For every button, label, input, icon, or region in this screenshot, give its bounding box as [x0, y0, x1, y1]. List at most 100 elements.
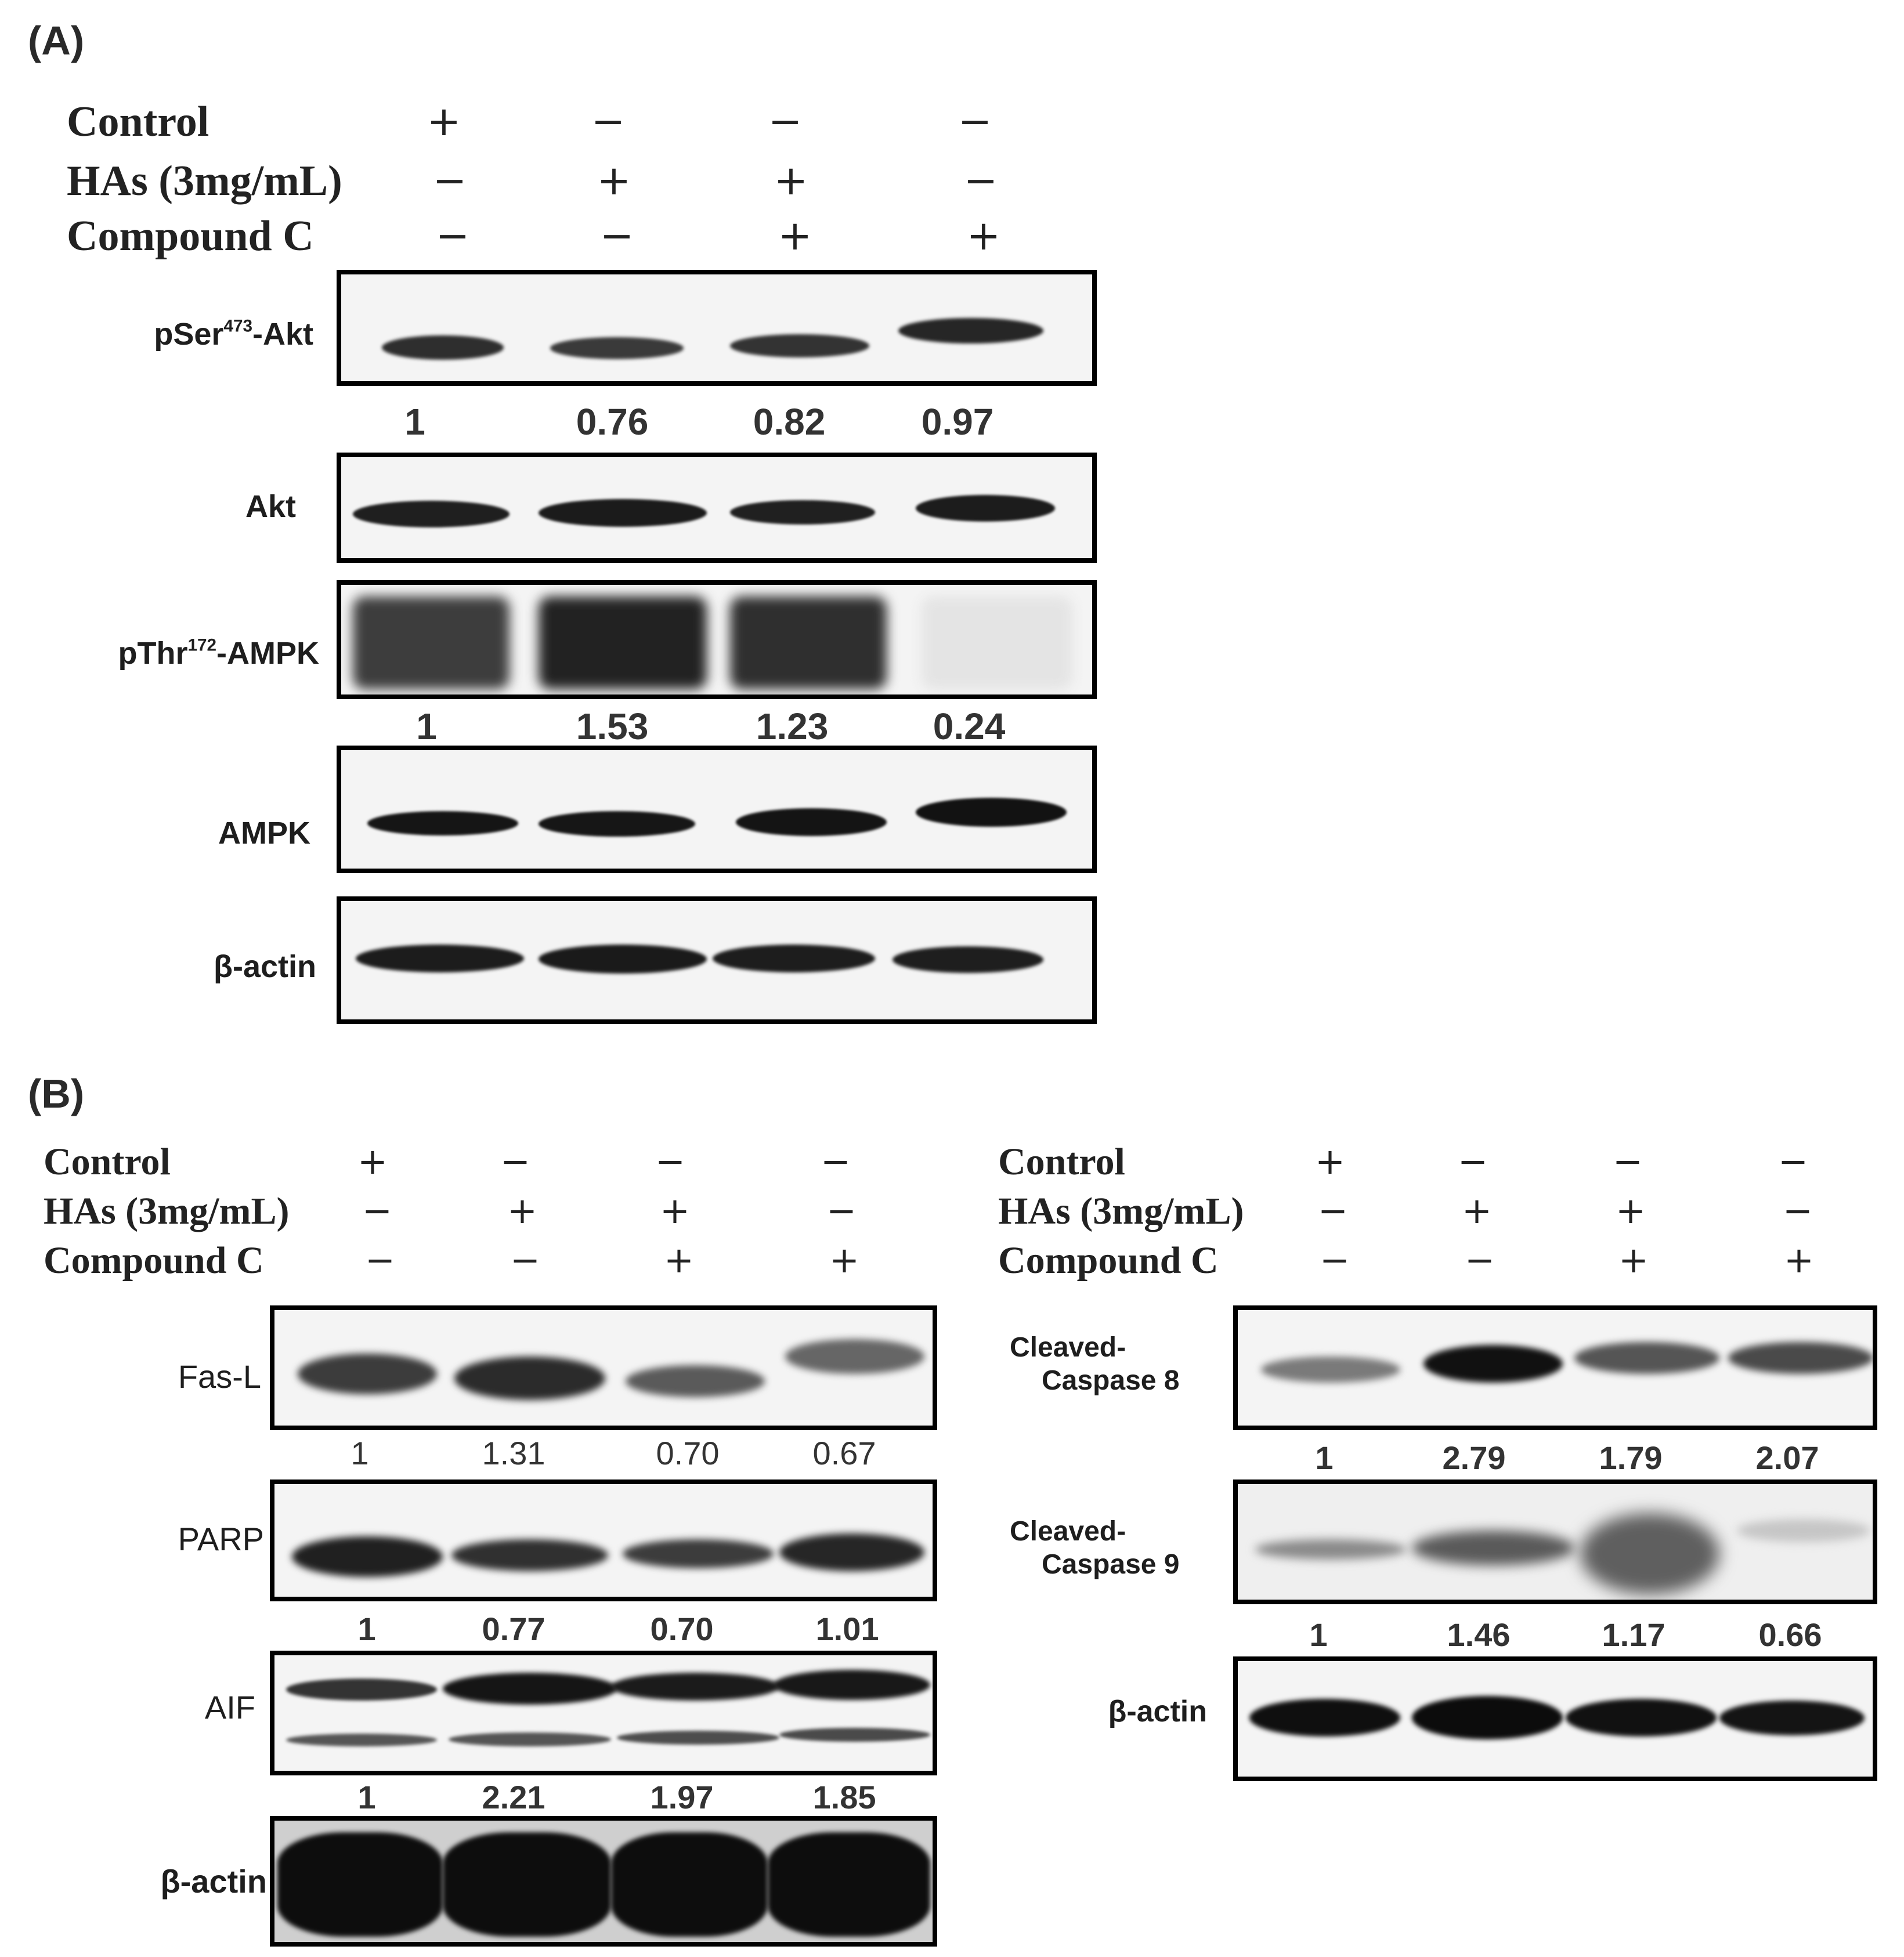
- blot-akt: [337, 453, 1097, 563]
- quant-value: 1.46: [1447, 1616, 1511, 1653]
- sign: −: [768, 97, 803, 145]
- blot-pser-akt: [337, 270, 1097, 386]
- band: [1737, 1519, 1870, 1542]
- band: [898, 318, 1043, 343]
- control-label: Control: [44, 1141, 171, 1183]
- quant-value: 0.67: [812, 1435, 876, 1471]
- sign: −: [435, 212, 470, 259]
- band: [774, 1670, 930, 1700]
- control-label: Control: [998, 1141, 1125, 1183]
- quant-value: 1: [351, 1435, 369, 1471]
- blot-aif: [270, 1651, 937, 1775]
- blot-label-line: Caspase 9: [1042, 1549, 1180, 1580]
- blot-beta-actin-b-left: [270, 1816, 937, 1947]
- sign: +: [1784, 1239, 1814, 1281]
- sign: +: [427, 97, 461, 145]
- band: [539, 811, 695, 837]
- sign: −: [1778, 1140, 1808, 1182]
- band: [277, 1832, 443, 1937]
- sign: −: [500, 1140, 530, 1182]
- has-label: HAs (3mg/mL): [67, 157, 342, 205]
- blot-label-cleaved-caspase-8: Cleaved- Caspase 8: [1010, 1332, 1213, 1397]
- band: [1566, 1699, 1717, 1737]
- band: [382, 335, 504, 360]
- quant-value: 1.31: [482, 1435, 545, 1471]
- sign: −: [365, 1239, 395, 1281]
- panel-b-label: (B): [28, 1071, 85, 1116]
- sign: −: [1613, 1140, 1643, 1182]
- blot-cleaved-caspase-9: [1233, 1479, 1877, 1604]
- blot-label-parp: PARP: [178, 1521, 264, 1557]
- sign: −: [510, 1239, 540, 1281]
- blot-fas-l: [270, 1305, 937, 1430]
- blot-label-cleaved-caspase-9: Cleaved- Caspase 9: [1010, 1515, 1213, 1580]
- blot-label-line: Cleaved-: [1010, 1332, 1126, 1363]
- quant-value: 0.24: [933, 706, 1006, 747]
- sign: −: [655, 1140, 685, 1182]
- sign: +: [829, 1239, 859, 1281]
- sign: +: [664, 1239, 694, 1281]
- quant-value: 0.66: [1758, 1616, 1822, 1653]
- band: [286, 1679, 437, 1701]
- band: [730, 334, 869, 357]
- band: [298, 1354, 437, 1394]
- band: [916, 495, 1055, 522]
- band: [367, 811, 518, 835]
- sign: +: [597, 157, 631, 204]
- quant-value: 0.76: [576, 401, 649, 443]
- band: [1574, 1342, 1719, 1374]
- band: [539, 596, 707, 689]
- band: [1261, 1356, 1400, 1383]
- band: [1580, 1513, 1719, 1594]
- band: [611, 1673, 779, 1701]
- band: [916, 798, 1067, 827]
- quant-value: 2.79: [1442, 1439, 1506, 1476]
- sign: −: [1458, 1140, 1488, 1182]
- quant-value: 0.70: [656, 1435, 720, 1471]
- control-label: Control: [67, 98, 209, 146]
- quant-value: 1.17: [1602, 1616, 1665, 1653]
- blot-label-aif: AIF: [204, 1689, 255, 1726]
- blot-ampk: [337, 746, 1097, 873]
- band: [292, 1536, 443, 1577]
- band: [922, 596, 1072, 689]
- quant-value: 1.97: [650, 1779, 714, 1815]
- sign: −: [1465, 1239, 1495, 1281]
- blot-beta-actin-b-right: [1233, 1656, 1877, 1781]
- blot-label-beta-actin: β-actin: [214, 949, 316, 984]
- has-label: HAs (3mg/mL): [998, 1190, 1244, 1232]
- quant-value: 1: [357, 1779, 376, 1815]
- band: [1719, 1701, 1865, 1735]
- blot-parp: [270, 1479, 937, 1601]
- sign: −: [963, 157, 998, 204]
- band: [550, 337, 684, 359]
- sign: −: [821, 1140, 851, 1182]
- sign: −: [432, 157, 467, 204]
- sign: −: [958, 97, 992, 145]
- quant-value: 1: [404, 401, 425, 443]
- band: [626, 1365, 765, 1397]
- quant-value: 0.82: [753, 401, 826, 443]
- band: [893, 946, 1043, 973]
- quant-value: 2.21: [482, 1779, 545, 1815]
- blot-label-beta-actin: β-actin: [1108, 1695, 1207, 1728]
- sign: +: [660, 1189, 690, 1232]
- has-label: HAs (3mg/mL): [44, 1190, 290, 1232]
- sign: +: [1616, 1189, 1646, 1232]
- sign: −: [826, 1189, 857, 1232]
- quant-value: 1.85: [812, 1779, 876, 1815]
- band: [1412, 1696, 1563, 1739]
- blot-cleaved-caspase-8: [1233, 1305, 1877, 1430]
- blot-label-fas-l: Fas-L: [178, 1358, 261, 1395]
- band: [539, 945, 707, 974]
- band: [356, 945, 524, 972]
- blot-label-akt: Akt: [245, 489, 296, 524]
- band: [768, 1832, 930, 1937]
- band: [353, 596, 510, 689]
- band: [785, 1339, 924, 1374]
- quant-value: 2.07: [1755, 1439, 1819, 1476]
- quant-value: 0.70: [650, 1611, 714, 1647]
- compound-c-label: Compound C: [44, 1239, 264, 1282]
- sign: +: [357, 1140, 388, 1182]
- sign: −: [1783, 1189, 1813, 1232]
